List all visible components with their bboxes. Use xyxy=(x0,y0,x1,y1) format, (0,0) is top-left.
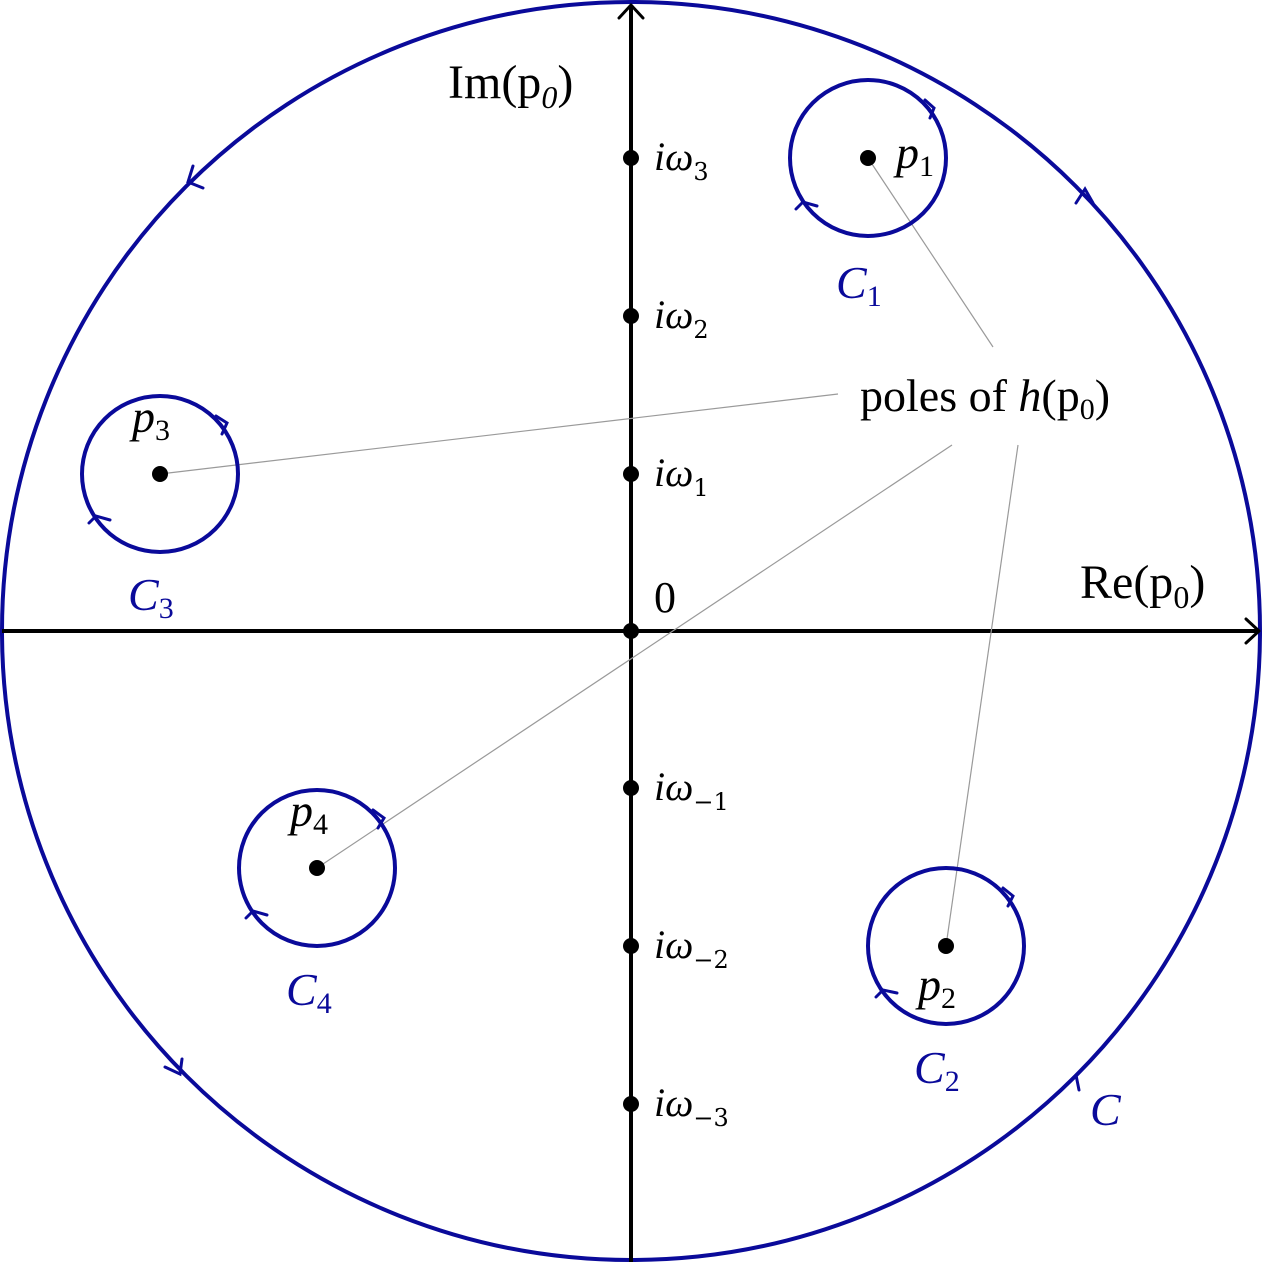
arrow-c2-bottom xyxy=(874,988,899,999)
arrow-c4-top xyxy=(371,808,386,830)
tick-dot-3 xyxy=(623,150,639,166)
pole-contours xyxy=(80,78,1026,1026)
arrow-c1-top xyxy=(923,98,936,120)
pole-contour-arrows xyxy=(87,98,1015,999)
contour-labels: C1 C2 C3 C4 C xyxy=(128,257,1122,1135)
tick-label-3: iω3 xyxy=(654,134,709,186)
pole-dot-p4 xyxy=(309,860,325,876)
contour-c3 xyxy=(80,394,240,554)
tick-label-m2: iω−2 xyxy=(654,922,729,974)
tick-label-m1: iω−1 xyxy=(654,764,729,816)
pole-labels: p1 p2 p3 p4 xyxy=(129,127,956,1015)
imag-axis-label: Im(p0) xyxy=(448,56,573,115)
arrow-c2-top xyxy=(1001,886,1015,908)
outer-contour-arrows xyxy=(163,164,1095,1092)
contour-c1 xyxy=(788,78,948,238)
contour-label-c2: C2 xyxy=(914,1042,960,1098)
arrow-upper-left xyxy=(186,164,205,190)
imag-axis-arrowhead xyxy=(617,3,645,20)
contour-label-c4: C4 xyxy=(286,964,332,1020)
pole-dot-p1 xyxy=(860,150,876,166)
arrow-lower-left xyxy=(163,1057,184,1077)
arrow-lower-right xyxy=(1059,1071,1081,1092)
pole-label-p1: p1 xyxy=(893,127,934,183)
leader-lines xyxy=(159,157,1019,947)
tick-labels: iω3 iω2 iω1 iω−1 iω−2 iω−3 xyxy=(654,134,729,1132)
tick-label-m3: iω−3 xyxy=(654,1080,729,1132)
origin-dot xyxy=(623,623,639,639)
tick-dot-m2 xyxy=(623,938,639,954)
origin-label: 0 xyxy=(654,573,676,622)
pole-label-p2: p2 xyxy=(915,959,956,1015)
leader-to-p3 xyxy=(159,393,839,475)
arrow-upper-right xyxy=(1074,186,1095,205)
real-axis-sub: 0 xyxy=(1173,579,1189,615)
tick-label-2: iω2 xyxy=(654,292,709,344)
pole-dot-p3 xyxy=(152,466,168,482)
contour-label-c3: C3 xyxy=(128,569,174,625)
tick-dot-1 xyxy=(623,466,639,482)
pole-label-p4: p4 xyxy=(287,785,328,841)
points xyxy=(152,150,954,1112)
real-axis-label: Re(p0) xyxy=(1080,556,1205,615)
pole-dot-p2 xyxy=(938,938,954,954)
arrow-c3-bottom xyxy=(87,514,112,525)
contour-c2 xyxy=(866,866,1026,1026)
arrow-c1-bottom xyxy=(794,200,819,211)
arrow-c3-top xyxy=(214,414,229,436)
contour-label-c1: C1 xyxy=(836,257,882,313)
real-axis-arrowhead xyxy=(1244,617,1261,645)
leader-to-p4 xyxy=(316,444,953,869)
tick-label-1: iω1 xyxy=(654,450,709,502)
outer-contour-label: C xyxy=(1090,1084,1122,1135)
poles-annotation: poles of h(p0) xyxy=(860,370,1110,426)
leader-to-p2 xyxy=(945,444,1019,947)
tick-dot-2 xyxy=(623,308,639,324)
tick-dot-m1 xyxy=(623,780,639,796)
pole-label-p3: p3 xyxy=(129,391,170,447)
contour-c4 xyxy=(237,788,397,948)
imag-axis-sub: 0 xyxy=(541,79,557,115)
leader-to-p1 xyxy=(867,157,994,348)
arrow-c4-bottom xyxy=(244,909,269,920)
tick-dot-m3 xyxy=(623,1096,639,1112)
